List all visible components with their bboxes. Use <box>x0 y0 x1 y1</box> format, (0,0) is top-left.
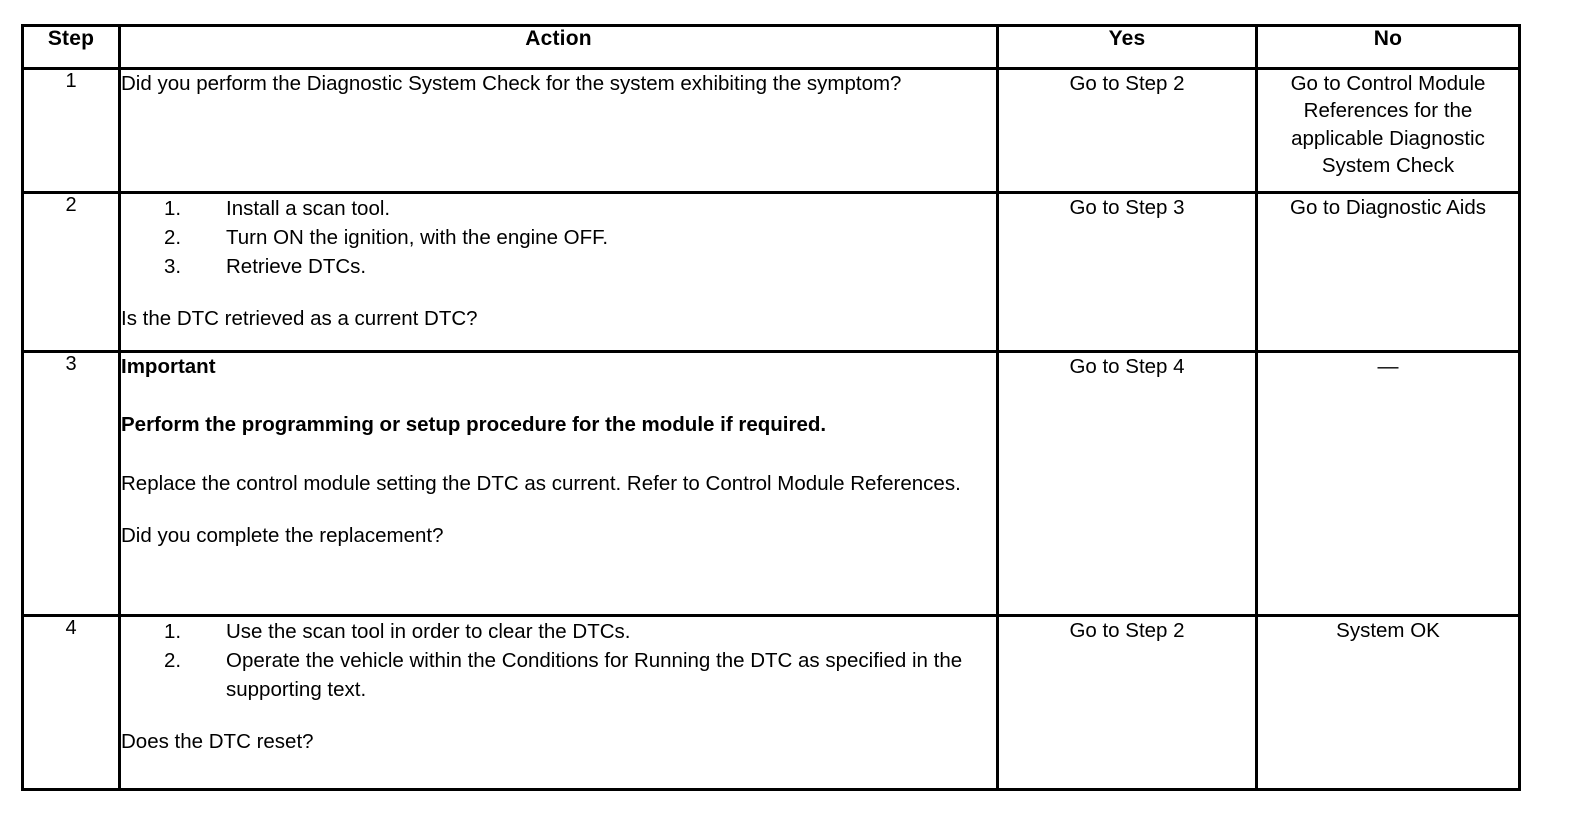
spacer <box>121 440 996 470</box>
spacer <box>121 281 996 305</box>
table-row: 3 Important Perform the programming or s… <box>21 350 1521 617</box>
list-item: 1. Install a scan tool. <box>121 194 996 223</box>
table-row: 1 Did you perform the Diagnostic System … <box>21 67 1521 194</box>
spacer <box>121 704 996 728</box>
list-item-text: Retrieve DTCs. <box>226 255 367 279</box>
list-item-number: 2. <box>164 649 182 673</box>
action-bold-instruction: Perform the programming or setup procedu… <box>121 413 827 437</box>
list-item-number: 3. <box>164 255 182 279</box>
list-item-number: 1. <box>164 197 182 220</box>
column-header-step: Step <box>21 24 121 70</box>
diagnostic-steps-table: Step Action Yes No 1 Did you perform the… <box>21 24 1521 791</box>
action-important-heading: Important <box>121 355 216 378</box>
list-item: 1. Use the scan tool in order to clear t… <box>121 617 996 646</box>
action-cell: 1. Use the scan tool in order to clear t… <box>118 614 999 791</box>
step-number-cell: 4 <box>21 614 121 791</box>
column-header-no: No <box>1255 24 1521 70</box>
step-number-cell: 3 <box>21 350 121 617</box>
step-number-cell: 1 <box>21 67 121 194</box>
list-item-number: 1. <box>164 620 182 643</box>
no-answer-text: — <box>1377 355 1399 378</box>
action-step-list: 1. Use the scan tool in order to clear t… <box>121 617 996 704</box>
list-item: 2. Operate the vehicle within the Condit… <box>121 646 996 704</box>
action-step-list: 1. Install a scan tool. 2. Turn ON the i… <box>121 194 996 281</box>
action-question: Is the DTC retrieved as a current DTC? <box>121 307 478 331</box>
no-answer-cell: Go to Diagnostic Aids <box>1255 191 1521 353</box>
list-item-text: Use the scan tool in order to clear the … <box>226 620 631 643</box>
yes-answer-text: Go to Step 3 <box>1069 196 1185 219</box>
table-header-row: Step Action Yes No <box>21 24 1521 70</box>
yes-answer-cell: Go to Step 3 <box>996 191 1258 353</box>
action-question: Does the DTC reset? <box>121 730 314 754</box>
table-row: 4 1. Use the scan tool in order to clear… <box>21 614 1521 791</box>
column-header-action: Action <box>118 24 999 70</box>
table-row: 2 1. Install a scan tool. 2. Turn ON the… <box>21 191 1521 353</box>
list-item-text: Install a scan tool. <box>226 197 391 220</box>
action-cell: 1. Install a scan tool. 2. Turn ON the i… <box>118 191 999 353</box>
no-answer-text: System OK <box>1336 619 1440 642</box>
list-item: 3. Retrieve DTCs. <box>121 252 996 281</box>
action-question: Did you perform the Diagnostic System Ch… <box>121 72 902 95</box>
column-header-yes: Yes <box>996 24 1258 70</box>
action-cell: Important Perform the programming or set… <box>118 350 999 617</box>
yes-answer-cell: Go to Step 2 <box>996 614 1258 791</box>
list-item-text: Operate the vehicle within the Condition… <box>226 649 963 702</box>
list-item-text: Turn ON the ignition, with the engine OF… <box>226 226 609 250</box>
no-answer-cell: — <box>1255 350 1521 617</box>
no-answer-cell: Go to Control Module References for the … <box>1255 67 1521 194</box>
step-number-cell: 2 <box>21 191 121 353</box>
action-question: Did you complete the replacement? <box>121 523 444 547</box>
yes-answer-cell: Go to Step 4 <box>996 350 1258 617</box>
action-cell: Did you perform the Diagnostic System Ch… <box>118 67 999 194</box>
yes-answer-text: Go to Step 2 <box>1069 619 1185 642</box>
no-answer-text: Go to Diagnostic Aids <box>1290 196 1486 219</box>
yes-answer-text: Go to Step 2 <box>1069 72 1185 95</box>
action-body-text: Replace the control module setting the D… <box>121 471 961 495</box>
list-item: 2. Turn ON the ignition, with the engine… <box>121 223 996 252</box>
no-answer-text: Go to Control Module References for the … <box>1290 72 1486 177</box>
list-item-number: 2. <box>164 226 182 250</box>
yes-answer-cell: Go to Step 2 <box>996 67 1258 194</box>
spacer <box>121 498 996 522</box>
spacer <box>121 381 996 411</box>
no-answer-cell: System OK <box>1255 614 1521 791</box>
yes-answer-text: Go to Step 4 <box>1069 355 1185 378</box>
